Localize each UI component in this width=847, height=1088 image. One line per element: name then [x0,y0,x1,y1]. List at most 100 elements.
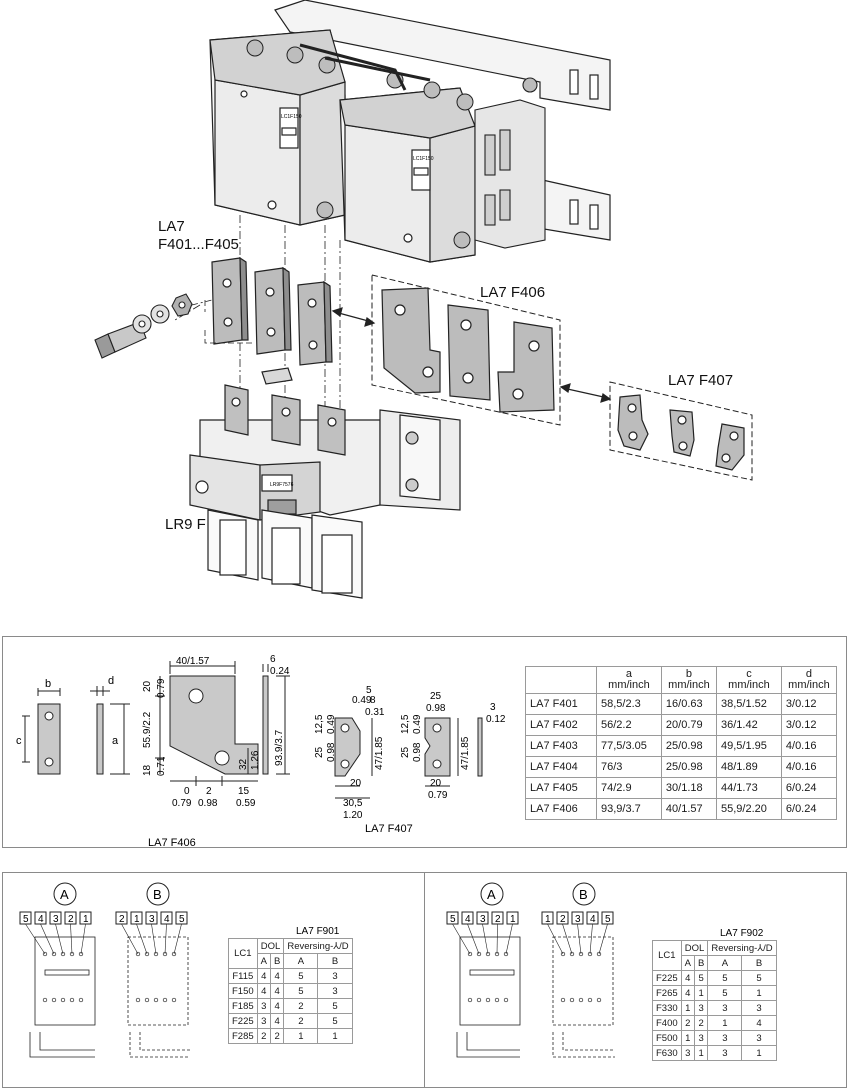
terminal-hole [153,997,159,1003]
terminal-number: 5 [605,914,611,925]
f407-group-frame [609,381,753,481]
f902-col-lc1: LC1 [652,940,682,971]
f406-b1: 0 [184,786,190,797]
connection-cell: 4 [741,1015,777,1031]
terminal-number: 2 [560,914,566,925]
spec-row-ref: LA7 F403 [525,735,597,757]
spec-cell: 55,9/2.20 [715,798,782,820]
terminal-leader-line [467,923,480,955]
f406-thk: 6 [270,654,276,665]
bolt-axis [191,299,213,306]
f406-c1: 0.79 [172,798,192,809]
terminal-hole [467,951,473,957]
label-la7: LA7 [158,218,185,235]
f407a-w: 8 [370,695,376,706]
circle-b-left-text: B [153,887,162,902]
terminal-hole [587,997,593,1003]
connection-cell: 1 [693,985,709,1001]
relay-tag: LR9F7576 [270,482,294,488]
connection-cell: 4 [269,968,285,984]
dim-c: c [16,735,22,747]
f407a-tot: 30,5 [343,798,363,809]
terminal-leader-line [151,923,157,955]
f406-thk2: 0.24 [270,666,290,677]
connection-cell: 3 [317,983,353,999]
spec-cell: 4/0.16 [780,756,838,778]
connection-cell: 4 [269,983,285,999]
f407b-left: 25 [400,746,411,758]
connection-plates-left [29,936,615,1058]
contactor-right-tag: LC1F150 [413,156,434,162]
f406-top: 40/1.57 [176,656,210,667]
terminal-hole [69,951,75,957]
terminal-hole [494,997,500,1003]
f407a-hole: 12,5 [314,714,325,734]
spec-cell: 25/0.98 [660,735,717,757]
terminal-hole [153,951,159,957]
terminal-number: 3 [149,914,155,925]
spec-cell: 48/1.89 [715,756,782,778]
connection-cell: 4 [680,970,696,986]
spec-cell: 49,5/1.95 [715,735,782,757]
dim-d: d [108,675,114,687]
terminal-number: 2 [495,914,501,925]
spec-cell: 30/1.18 [660,777,717,799]
connection-cell: 4 [269,998,285,1014]
exploded-assembly-drawing: LC1F150 LC1F150 [94,0,753,599]
f901-col-lc1: LC1 [228,938,258,969]
connection-cell: 2 [283,1013,319,1029]
spec-cell: 6/0.24 [780,798,838,820]
f406-b3: 15 [238,786,250,797]
spec-row-ref: LA7 F401 [525,693,597,715]
link-plates-f401-f405 [211,256,333,366]
f902-col-rev: Reversing-⅄/D [707,940,777,956]
spec-row-ref: LA7 F402 [525,714,597,736]
connection-cell: 3 [317,968,353,984]
connection-cell: 2 [283,998,319,1014]
circle-a-left [53,882,77,906]
generic-plate-front [22,688,61,775]
connection-row-ref: F630 [652,1045,682,1061]
spec-cell: 16/0.63 [660,693,717,715]
terminal-hole [485,951,491,957]
f406-top-h: 20 [142,680,153,692]
f901-sub-b1: B [269,953,285,969]
connection-cell: 5 [707,985,743,1001]
spec-cell: 20/0.79 [660,714,717,736]
terminal-leader-line [547,923,564,955]
connection-row-ref: F225 [652,970,682,986]
link-plates-f406 [381,287,555,413]
connection-cell: 3 [707,1045,743,1061]
connection-cell: 5 [317,998,353,1014]
connection-cell: 3 [256,1013,272,1029]
spec-cell: 58,5/2.3 [596,693,662,715]
terminal-screws [246,39,474,249]
spec-row-ref: LA7 F406 [525,798,597,820]
f902-sub-a1: A [680,955,696,971]
f407a-h: 47/1.85 [374,736,385,770]
terminal-number: 1 [83,914,89,925]
connection-cell: 4 [256,968,272,984]
terminal-hole [144,997,150,1003]
double-arrow-2 [559,383,612,403]
terminal-leader-line [496,923,498,955]
f407a-w2: 0.31 [365,707,385,718]
terminal-leader-line [505,923,513,955]
dimension-drawings: b c d a 40/1.57 20 0.79 55.9/2.2 18 0.71… [16,654,506,846]
terminal-number: 4 [590,914,596,925]
terminal-hole [162,997,168,1003]
f407b-b: 20 [430,778,442,789]
connection-row-ref: F225 [228,1013,258,1029]
terminal-number: 2 [68,914,74,925]
connection-cell: 3 [707,1000,743,1016]
terminal-hole [171,997,177,1003]
